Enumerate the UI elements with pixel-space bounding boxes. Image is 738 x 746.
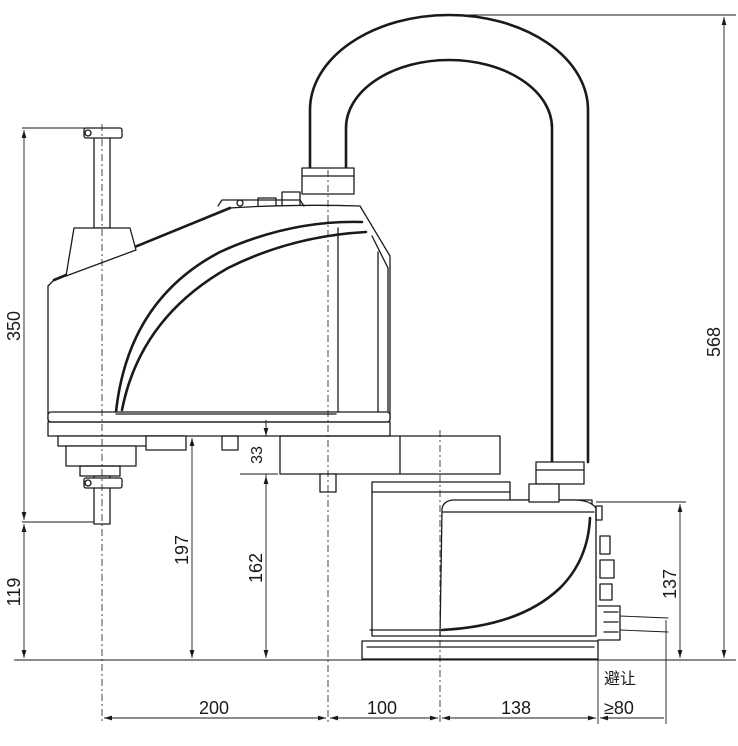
dim-138: 138	[501, 698, 531, 718]
second-arm	[279, 435, 501, 475]
shaft-cover	[65, 227, 137, 277]
dim-100: 100	[367, 698, 397, 718]
base-plate	[361, 640, 599, 660]
clearance-value: ≥80	[604, 698, 634, 718]
extension-lines	[14, 14, 736, 724]
base-connectors	[595, 505, 669, 641]
dim-137: 137	[660, 569, 680, 599]
dimension-lines	[21, 17, 727, 724]
dim-200: 200	[199, 698, 229, 718]
centerlines	[101, 124, 441, 724]
robot-outline	[47, 13, 669, 660]
cable-arch-inner	[344, 58, 554, 464]
cable-arch-outer	[308, 13, 590, 464]
dim-197: 197	[172, 535, 192, 565]
dim-119: 119	[4, 578, 24, 607]
dim-350: 350	[4, 311, 24, 341]
dimension-labels: 350 119 197 162 33 568 137 200 100 138 避…	[4, 311, 724, 718]
dim-33: 33	[249, 446, 266, 464]
dim-568: 568	[704, 327, 724, 357]
clearance-label: 避让	[604, 670, 636, 688]
dim-162: 162	[246, 553, 266, 583]
